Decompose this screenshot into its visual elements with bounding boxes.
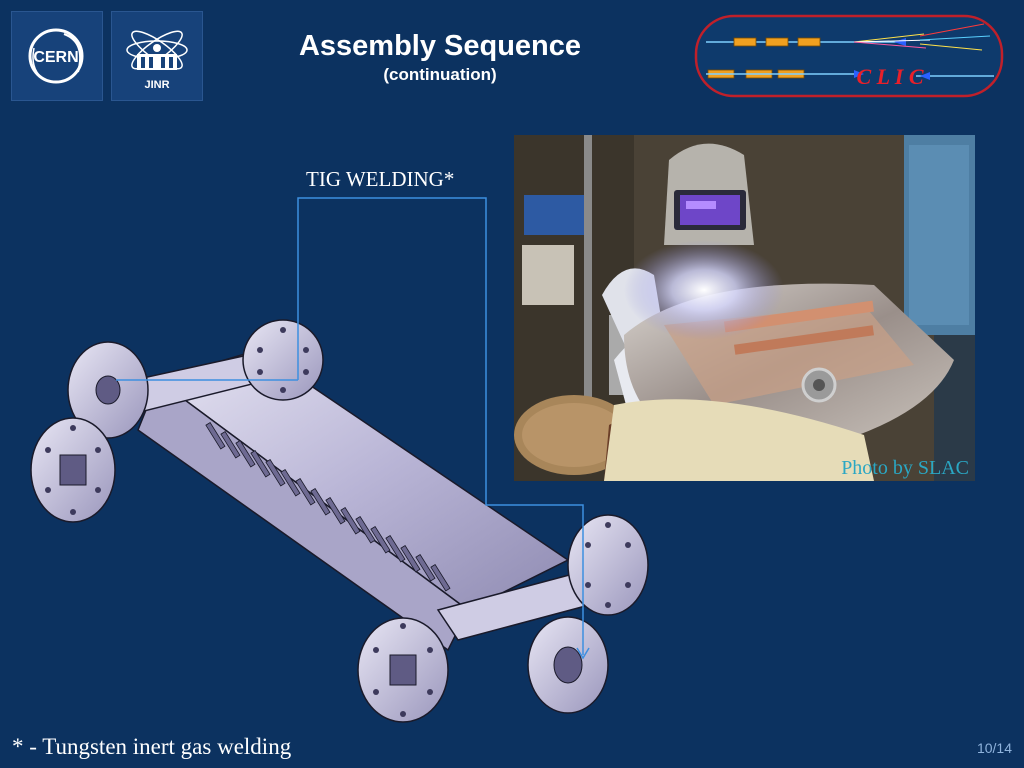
cern-logo: CERN [11,11,103,101]
footnote: * - Tungsten inert gas welding [12,734,292,759]
slide-title-block: Assembly Sequence (continuation) [240,29,640,86]
clic-logo-text: C L I C [856,64,923,89]
accelerating-structure-drawing [30,319,649,723]
cern-logo-text: CERN [33,49,78,66]
photo-credit: Photo by SLAC [841,457,969,479]
jinr-logo-text: JINR [144,79,169,91]
jinr-logo: JINR [111,11,203,101]
slide-subtitle: (continuation) [383,65,497,84]
slide-title: Assembly Sequence [298,30,582,62]
jinr-emblem-icon: JINR [126,30,188,91]
slide-number: 10/14 [976,740,1012,756]
tig-welding-label: TIG WELDING* [306,167,455,191]
cern-emblem-icon: CERN [28,28,84,84]
clic-logo: C L I C [694,14,1004,98]
